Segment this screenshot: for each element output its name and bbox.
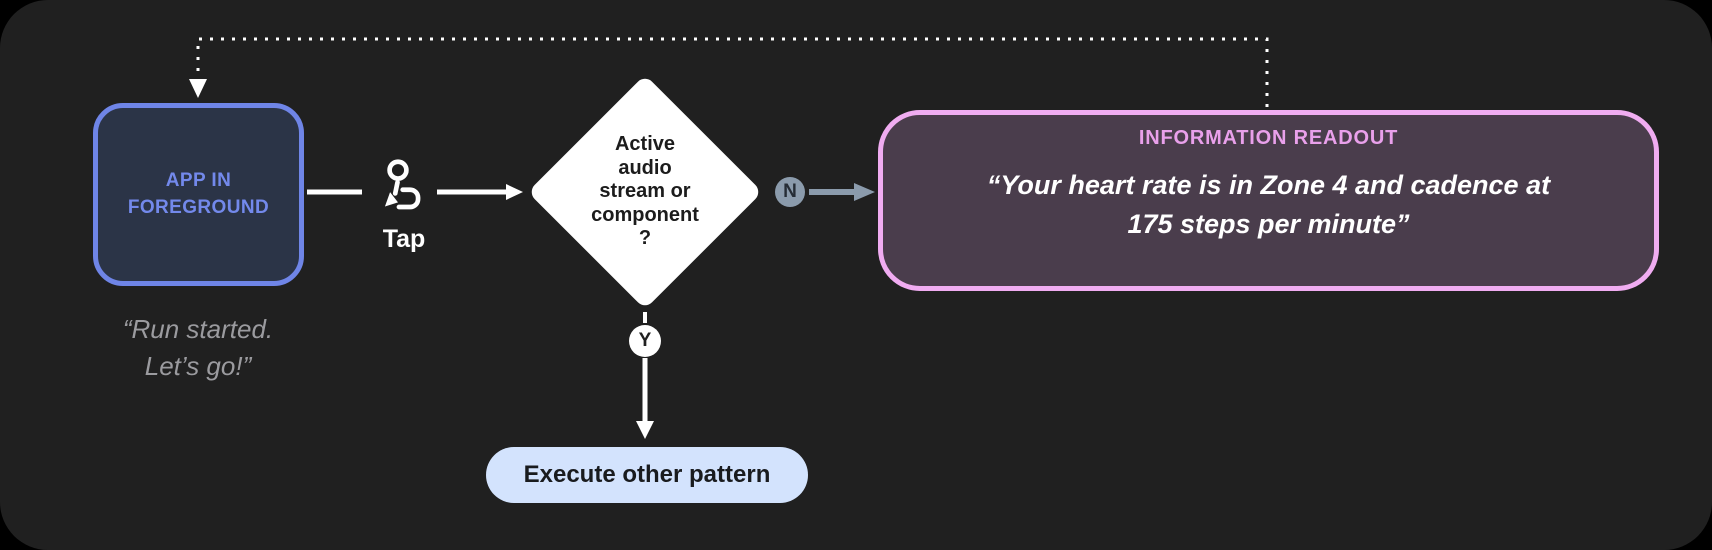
yes-branch-letter: Y xyxy=(638,330,652,351)
arrowhead-icon xyxy=(636,421,654,439)
app-in-foreground-node: APP IN FOREGROUND xyxy=(93,103,304,286)
decision-line: stream or xyxy=(599,180,691,203)
tap-gesture-icon xyxy=(384,159,421,210)
readout-title: INFORMATION READOUT xyxy=(1138,127,1399,149)
execute-other-pattern-node: Execute other pattern xyxy=(486,447,808,503)
arrowhead-icon xyxy=(854,183,875,201)
readout-quote-line1: “Your heart rate is in Zone 4 and cadenc… xyxy=(986,170,1551,200)
app-voice-quote: “Run started. Let’s go!” xyxy=(73,311,323,385)
no-branch-badge: N xyxy=(775,177,805,207)
app-voice-quote-line2: Let’s go!” xyxy=(144,351,252,381)
readout-quote: “Your heart rate is in Zone 4 and cadenc… xyxy=(883,166,1654,244)
decision-line: ? xyxy=(638,227,652,250)
readout-quote-line2: 175 steps per minute” xyxy=(1127,209,1410,239)
arrowhead-icon xyxy=(506,184,523,200)
arrow-no-to-readout xyxy=(809,183,875,201)
app-voice-quote-line1: “Run started. xyxy=(122,314,274,344)
decision-node-text: Active audio stream or component ? xyxy=(552,109,738,275)
execute-other-pattern-label: Execute other pattern xyxy=(523,461,771,488)
dotted-feedback-path xyxy=(189,37,1269,107)
yes-branch-badge: Y xyxy=(629,325,661,357)
decision-line: audio xyxy=(618,156,672,179)
no-branch-letter: N xyxy=(783,181,797,202)
tap-label: Tap xyxy=(382,225,426,253)
decision-line: Active xyxy=(614,133,676,156)
app-in-foreground-label: APP IN FOREGROUND xyxy=(127,169,270,218)
information-readout-node: INFORMATION READOUT “Your heart rate is … xyxy=(878,110,1659,291)
dotted-arrowhead-icon xyxy=(189,79,207,98)
decision-line: component xyxy=(591,203,699,226)
